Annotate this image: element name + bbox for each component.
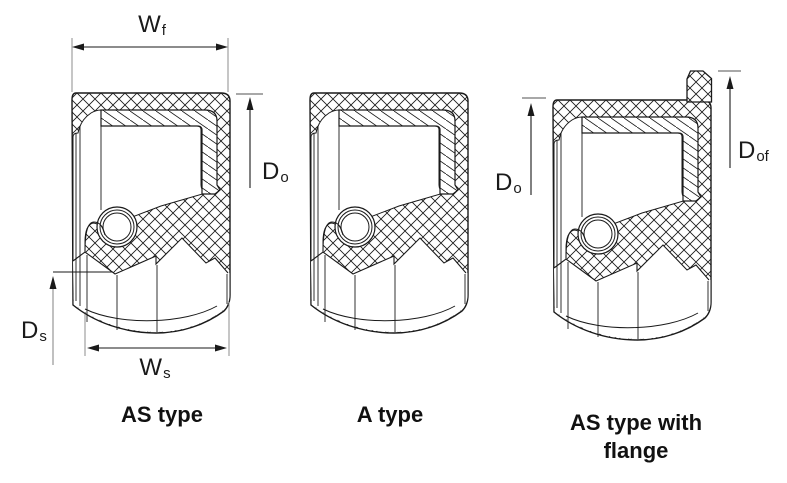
label-wf-main: W (138, 11, 161, 38)
dim-ds (49, 271, 113, 365)
label-do-as: Do (262, 158, 289, 187)
as-type-seal-body (71, 92, 231, 334)
label-ds: Ds (21, 317, 47, 346)
label-ws-main: W (139, 354, 163, 381)
arrowhead-right (216, 43, 228, 51)
label-dof-sub: of (756, 148, 769, 166)
arrowhead-left (72, 43, 84, 51)
label-dof-main: D (738, 137, 756, 164)
label-do-as-main: D (262, 158, 280, 185)
label-do-flange-sub: o (513, 180, 522, 198)
flange (686, 70, 713, 103)
label-ds-main: D (21, 317, 39, 344)
arrowhead-up (246, 97, 254, 110)
as-type-with-flange-seal-body (552, 99, 712, 341)
label-do-as-sub: o (280, 169, 289, 187)
arrowhead-left (87, 344, 99, 352)
caption-as-type-with-flange: AS type with flange (570, 409, 702, 465)
label-ds-sub: s (39, 328, 47, 346)
a-type-seal-body (309, 92, 469, 334)
arrowhead-right (215, 344, 227, 352)
label-wf-sub: f (161, 22, 166, 40)
label-ws-sub: s (163, 365, 171, 383)
caption-as-type: AS type (121, 402, 203, 427)
label-dof: Dof (738, 137, 769, 166)
dim-do-flange-type (522, 97, 546, 195)
label-do-flange-main: D (495, 169, 513, 196)
caption-flange-line1: AS type with (569, 410, 703, 435)
caption-a-type: A type (356, 402, 424, 427)
dim-do-as (236, 93, 263, 188)
dim-wf (71, 38, 229, 92)
label-ws: Ws (139, 354, 171, 383)
label-do-flange-type: Do (495, 169, 522, 198)
caption-flange-line2: flange (603, 438, 669, 464)
arrowhead-up (726, 76, 734, 89)
dim-ws (84, 302, 230, 356)
arrowhead-up (49, 276, 57, 289)
dim-dof (718, 70, 741, 168)
label-wf: Wf (138, 11, 166, 40)
arrowhead-up (527, 103, 535, 116)
